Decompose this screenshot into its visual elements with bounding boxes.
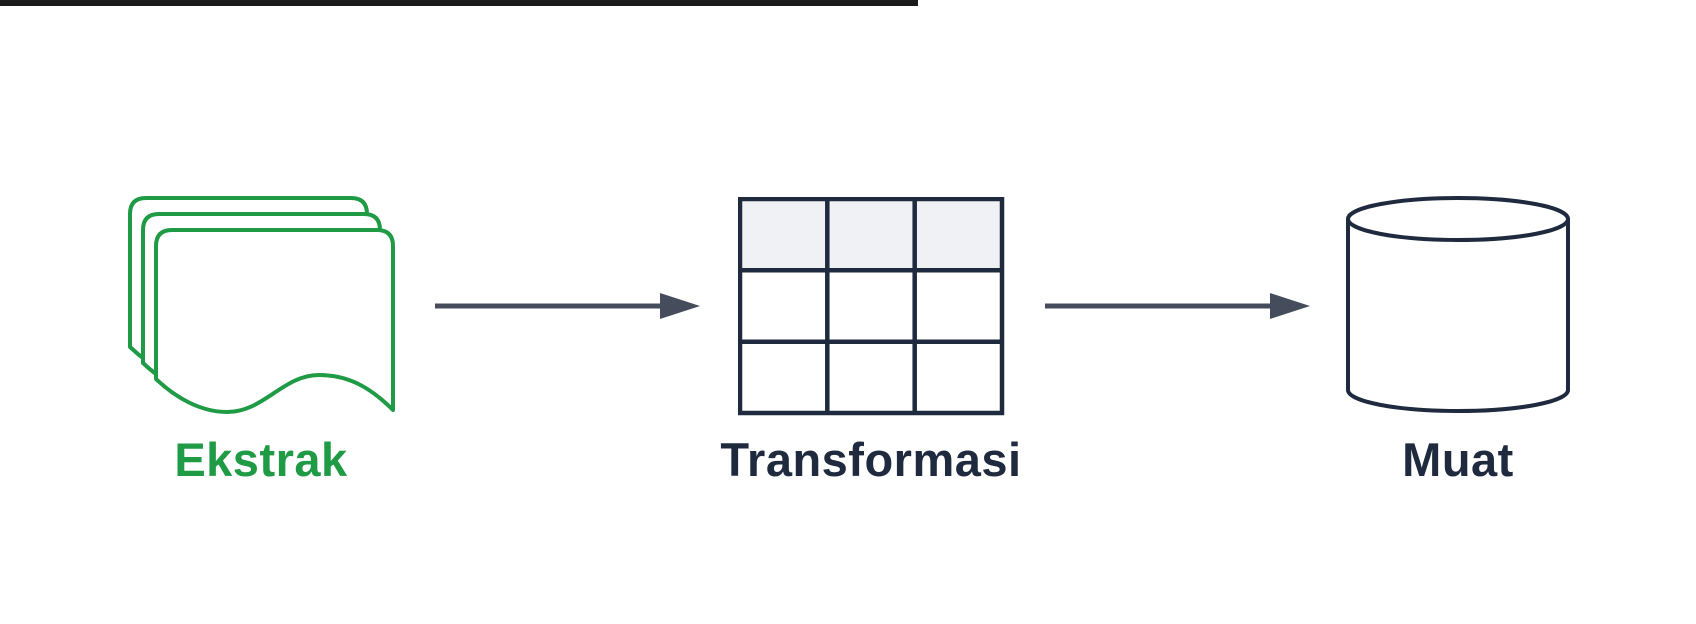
database-cylinder-icon [1346, 196, 1570, 413]
transform-label: Transformasi [720, 433, 1022, 486]
load-label: Muat [1402, 433, 1514, 486]
document-stack-icon [128, 196, 395, 414]
table-grid-icon [738, 197, 1005, 416]
right-arrow-icon [1045, 293, 1310, 319]
cylinder-top [1346, 196, 1570, 242]
top-edge-bar [0, 0, 918, 6]
table-header-row [740, 199, 1002, 271]
document-page-front [154, 228, 395, 414]
right-arrow-icon [435, 293, 700, 319]
cylinder-body [1346, 219, 1570, 413]
extract-label: Ekstrak [174, 433, 348, 486]
